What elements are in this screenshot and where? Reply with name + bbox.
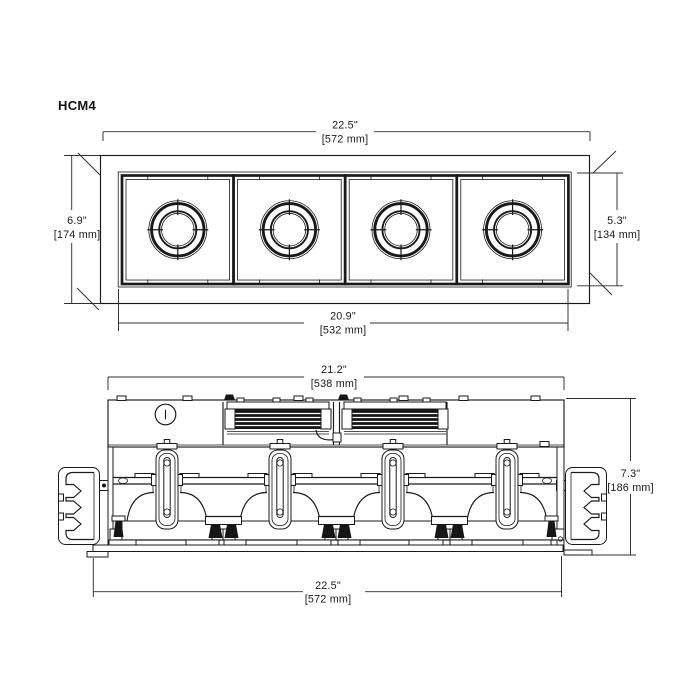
led-driver-1 [224, 397, 332, 435]
section-dimensions: 21.2" [538 mm] 7.3" [186 mm] 22.5" [572 … [92, 364, 654, 606]
plan-cell-2 [232, 174, 347, 286]
dim-plan-width-mm: [572 mm] [322, 133, 369, 145]
extension-lines [64, 131, 623, 331]
aiming-yoke-4 [491, 439, 523, 530]
corner-leader-slashes [76, 150, 617, 311]
plan-cell-3 [343, 174, 459, 286]
ceiling-flange [92, 544, 564, 552]
dim-section-width-mm: [538 mm] [311, 378, 358, 390]
dim-trim-width-mm: [532 mm] [320, 325, 367, 337]
chamber-partitions [222, 402, 448, 445]
trim-spacers [108, 539, 552, 546]
mounting-bolt-2 [338, 394, 349, 400]
flange-foot-right [563, 549, 593, 556]
dimension-lines [71, 131, 618, 324]
dim-section-height-in: 7.3" [621, 468, 641, 480]
product-code-label: HCM4 [58, 98, 97, 113]
dim-plan-height-mm: [174 mm] [54, 229, 101, 241]
flange-foot-left [86, 551, 109, 558]
plan-cell-4 [455, 174, 570, 286]
led-driver-2 [341, 397, 449, 435]
adjustment-rail [113, 473, 557, 485]
housing-top-chamber [107, 399, 565, 448]
aiming-yoke-1 [151, 439, 183, 530]
dim-section-height-mm: [186 mm] [607, 482, 654, 494]
plan-trim-frame [117, 171, 572, 288]
plan-outer-flange [99, 154, 591, 305]
dim-trim-height-in: 5.3" [607, 215, 627, 227]
knockout-symbol [154, 403, 177, 426]
aiming-yoke-2 [264, 439, 296, 530]
section-view: 21.2" [538 mm] 7.3" [186 mm] 22.5" [572 … [57, 364, 654, 606]
dim-section-width-in: 21.2" [321, 364, 347, 376]
dim-section-overall-mm: [572 mm] [305, 594, 352, 606]
extension-lines [92, 377, 636, 597]
dim-trim-width-in: 20.9" [330, 311, 356, 323]
dim-plan-width-in: 22.5" [332, 119, 358, 131]
plan-cell-1 [120, 174, 235, 286]
hanger-bar-left [57, 466, 110, 546]
dim-plan-height-in: 6.9" [67, 215, 87, 227]
dim-trim-height-mm: [134 mm] [594, 229, 641, 241]
dim-section-overall-in: 22.5" [315, 580, 341, 592]
dimension-lines [93, 376, 631, 593]
aiming-yoke-3 [377, 439, 409, 530]
mounting-bolt-1 [224, 394, 235, 400]
plan-view: 22.5" [572 mm] 6.9" [174 mm] 5.3" [134 m… [54, 119, 641, 337]
plan-dimensions: 22.5" [572 mm] 6.9" [174 mm] 5.3" [134 m… [54, 119, 641, 337]
